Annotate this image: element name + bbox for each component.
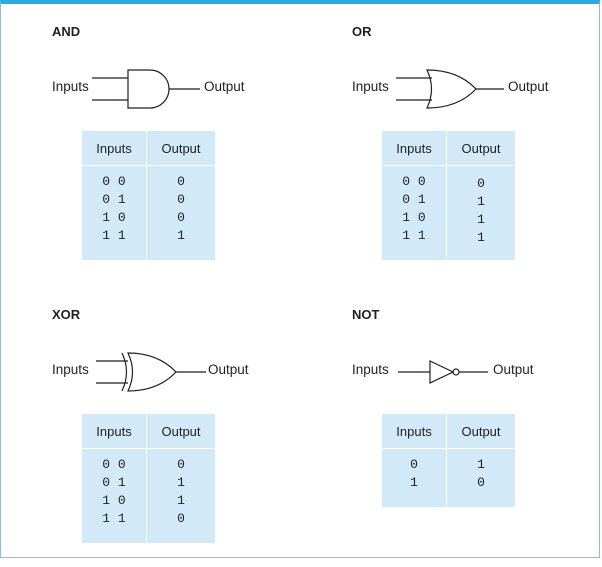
xor-gate-panel: XOR Inputs Output Inputs Output 0 0 0 1 … [52, 287, 352, 567]
output-label: Output [208, 362, 249, 377]
gate-title: OR [352, 24, 372, 39]
table-cell: 0 [177, 210, 185, 225]
table-body-row: 0 1 1 0 [382, 448, 516, 508]
table-cell: 0 [177, 457, 185, 472]
table-cell: 1 [477, 457, 485, 472]
table-cell: 0 0 [102, 457, 126, 472]
gate-title: NOT [352, 307, 380, 322]
table-cell: 0 [477, 475, 485, 490]
table-body-row: 0 0 0 1 1 0 1 1 0 1 1 0 [82, 448, 216, 544]
table-header-row: Inputs Output [382, 414, 515, 449]
table-header-row: Inputs Output [82, 131, 215, 166]
output-column: 0 1 1 0 [147, 449, 216, 544]
output-column: 1 0 [447, 449, 516, 508]
truth-table: Inputs Output 0 0 0 1 1 0 1 1 0 0 0 1 [82, 131, 215, 260]
input-label: Inputs [52, 79, 89, 94]
and-gate-symbol [92, 69, 200, 109]
table-cell: 0 [177, 192, 185, 207]
gate-title: AND [52, 24, 81, 39]
table-cell: 1 0 [402, 210, 426, 225]
table-cell: 1 [177, 228, 185, 243]
table-cell: 1 1 [402, 228, 426, 243]
table-cell: 1 1 [102, 228, 126, 243]
inputs-column: 0 0 0 1 1 0 1 1 [82, 165, 147, 260]
output-label: Output [493, 362, 534, 377]
table-cell: 1 0 [102, 210, 126, 225]
table-cell: 0 [410, 457, 418, 472]
table-cell: 0 1 [402, 192, 426, 207]
xor-gate-symbol [96, 352, 206, 392]
or-gate-symbol [396, 69, 504, 109]
and-gate-panel: AND Inputs Output Inputs Output 0 0 0 1 … [52, 4, 352, 284]
table-body-row: 0 0 0 1 1 0 1 1 0 0 0 1 [82, 165, 216, 261]
column-header-inputs: Inputs [82, 131, 147, 166]
column-header-inputs: Inputs [382, 414, 447, 449]
not-gate-symbol [398, 360, 488, 384]
table-cell: 0 [477, 176, 485, 191]
inputs-column: 0 0 0 1 1 0 1 1 [82, 448, 147, 543]
table-cell: 1 [477, 230, 485, 245]
table-cell: 0 [177, 511, 185, 526]
table-cell: 1 1 [102, 511, 126, 526]
output-label: Output [204, 79, 245, 94]
output-label: Output [508, 79, 549, 94]
input-label: Inputs [352, 79, 389, 94]
column-header-inputs: Inputs [82, 414, 147, 449]
table-cell: 1 [477, 194, 485, 209]
gate-title: XOR [52, 307, 81, 322]
table-cell: 0 [177, 174, 185, 189]
column-header-inputs: Inputs [382, 131, 447, 166]
column-header-output: Output [146, 131, 215, 166]
table-cell: 1 [410, 475, 418, 490]
truth-table: Inputs Output 0 0 0 1 1 0 1 1 0 1 1 1 [382, 131, 515, 260]
table-cell: 1 [177, 475, 185, 490]
table-cell: 0 1 [102, 475, 126, 490]
not-gate-panel: NOT Inputs Output Inputs Output 0 1 1 0 [352, 287, 602, 567]
table-cell: 0 0 [402, 174, 426, 189]
table-header-row: Inputs Output [382, 131, 515, 166]
truth-table: Inputs Output 0 1 1 0 [382, 414, 515, 507]
table-cell: 0 1 [102, 192, 126, 207]
truth-table: Inputs Output 0 0 0 1 1 0 1 1 0 1 1 0 [82, 414, 215, 543]
table-body-row: 0 0 0 1 1 0 1 1 0 1 1 1 [382, 165, 516, 261]
output-column: 0 0 0 1 [147, 166, 216, 261]
table-cell: 0 0 [102, 174, 126, 189]
inputs-column: 0 0 0 1 1 0 1 1 [382, 165, 447, 260]
output-column: 0 1 1 1 [447, 166, 516, 261]
table-cell: 1 0 [102, 493, 126, 508]
column-header-output: Output [446, 131, 515, 166]
input-label: Inputs [52, 362, 89, 377]
or-gate-panel: OR Inputs Output Inputs Output 0 0 0 1 1… [352, 4, 602, 284]
table-header-row: Inputs Output [82, 414, 215, 449]
table-cell: 1 [477, 212, 485, 227]
table-cell: 1 [177, 493, 185, 508]
input-label: Inputs [352, 362, 389, 377]
inputs-column: 0 1 [382, 448, 447, 507]
column-header-output: Output [446, 414, 515, 449]
column-header-output: Output [146, 414, 215, 449]
